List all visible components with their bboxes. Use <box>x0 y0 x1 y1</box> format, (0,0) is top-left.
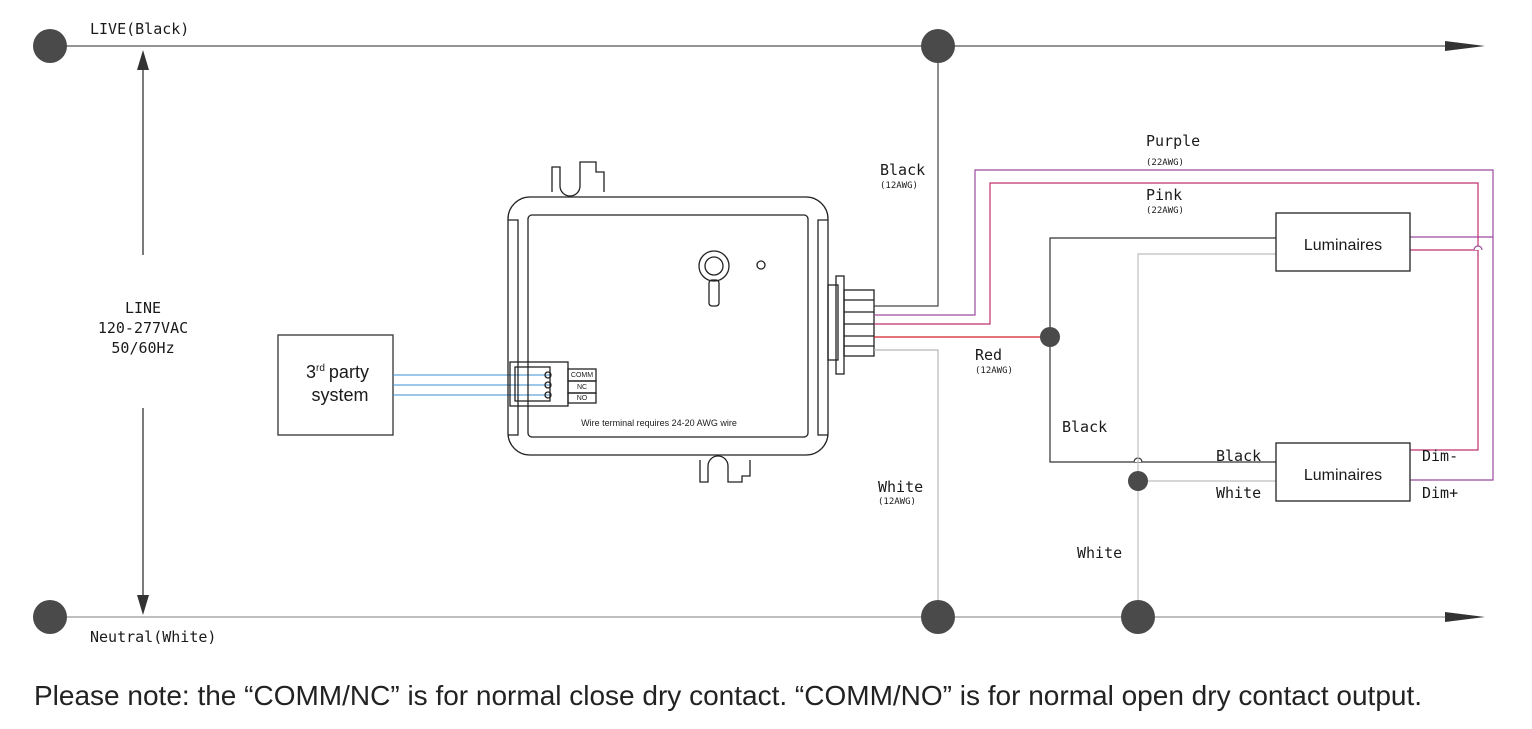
white-wire-label: White <box>878 478 923 496</box>
white-wire-gauge: (12AWG) <box>878 497 916 507</box>
white-low-label: White <box>1077 544 1122 562</box>
terminal-nc-label: NC <box>577 384 587 391</box>
black-mid-label: Black <box>1062 418 1107 436</box>
line-frequency-label: 50/60Hz <box>111 339 174 357</box>
terminal-wire-note: Wire terminal requires 24-20 AWG wire <box>581 418 737 428</box>
white-lum-label: White <box>1216 484 1261 502</box>
node-red-junction <box>1040 327 1060 347</box>
wire-crossover <box>1473 245 1483 251</box>
node-neutral-junction-2 <box>1121 600 1155 634</box>
live-arrow <box>1445 41 1485 51</box>
dim-plus-label: Dim+ <box>1422 484 1458 502</box>
white-wire-neutral <box>874 349 939 617</box>
black-wire-gauge: (12AWG) <box>880 181 918 191</box>
pink-wire-gauge: (22AWG) <box>1146 206 1184 216</box>
terminal-comm-label: COMM <box>571 372 593 379</box>
red-wire-gauge: (12AWG) <box>975 366 1013 376</box>
purple-wire-label: Purple <box>1146 132 1200 150</box>
node-white-junction <box>1128 471 1148 491</box>
purple-wire <box>874 169 1494 481</box>
dim-minus-label: Dim- <box>1422 447 1458 465</box>
node-live-junction <box>921 29 955 63</box>
black-wire-switched <box>1049 237 1276 463</box>
white-wire-luminaires <box>1137 253 1276 617</box>
sensor-device <box>507 161 875 483</box>
purple-wire-gauge: (22AWG) <box>1146 158 1184 168</box>
black-wire-live <box>874 46 939 307</box>
footer-note: Please note: the “COMM/NC” is for normal… <box>34 680 1423 711</box>
black-lum-label: Black <box>1216 447 1261 465</box>
terminal-no-label: NO <box>577 395 588 402</box>
node-live-left <box>33 29 67 63</box>
luminaire-top-label: Luminaires <box>1304 237 1382 254</box>
luminaire-top-box <box>1275 212 1411 272</box>
neutral-label: Neutral(White) <box>90 628 216 646</box>
node-neutral-left <box>33 600 67 634</box>
luminaire-bottom-box <box>1275 442 1411 502</box>
arrowhead-up <box>137 50 149 70</box>
third-party-box <box>277 334 394 436</box>
pink-wire <box>874 182 1479 451</box>
luminaire-bottom-label: Luminaires <box>1304 467 1382 484</box>
neutral-arrow <box>1445 612 1485 622</box>
black-wire-label: Black <box>880 161 925 179</box>
red-wire-label: Red <box>975 346 1002 364</box>
arrowhead-down <box>137 595 149 615</box>
live-label: LIVE(Black) <box>90 20 189 38</box>
third-party-label-line2: system <box>311 385 368 405</box>
pink-wire-label: Pink <box>1146 186 1182 204</box>
line-label: LINE <box>125 299 161 317</box>
line-voltage-label: 120-277VAC <box>98 319 188 337</box>
node-neutral-junction-1 <box>921 600 955 634</box>
